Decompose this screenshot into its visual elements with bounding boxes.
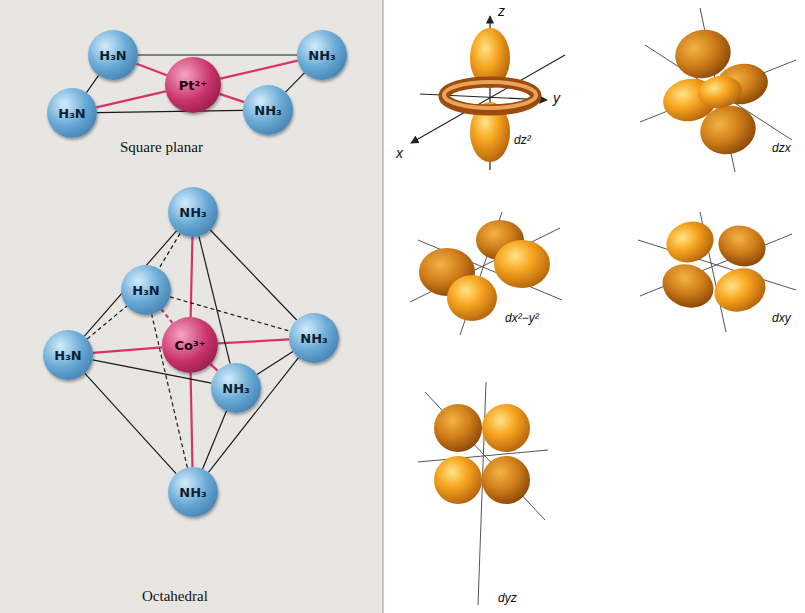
axis-label: y: [553, 91, 560, 106]
bond-line: [93, 347, 162, 353]
bond-line: [191, 373, 193, 467]
atom-label: Pt²⁺: [179, 79, 207, 92]
atom-label: NH₃: [254, 104, 281, 117]
bond-line: [136, 64, 166, 75]
polyhedron-edge: [257, 351, 293, 374]
dx2y2-orbital: [410, 212, 562, 335]
axis-label: z: [498, 4, 505, 19]
bond-line: [220, 61, 297, 79]
bond-line: [96, 91, 165, 107]
bond-line: [210, 364, 217, 371]
ligand-atom: NH₃: [168, 467, 218, 517]
atom-label: Co³⁺: [174, 339, 205, 352]
atom-label: H₃N: [58, 107, 85, 120]
metal-ion: Co³⁺: [162, 317, 218, 373]
dzx-orbital: [640, 8, 796, 172]
ligand-atom: NH₃: [243, 85, 293, 135]
atom-label: H₃N: [132, 284, 159, 297]
polyhedron-edge: [210, 230, 296, 320]
geometry-caption: Square planar: [120, 139, 203, 156]
ligand-atom: NH₃: [289, 313, 339, 363]
polyhedron-edge: [86, 75, 98, 92]
atom-label: NH₃: [179, 486, 206, 499]
polyhedron-edge: [97, 110, 243, 112]
bond-line: [162, 310, 173, 324]
geometry-caption: Octahedral: [142, 588, 208, 605]
metal-ion: Pt²⁺: [165, 57, 221, 113]
polyhedron-edge: [87, 306, 127, 339]
bond-line: [218, 339, 289, 343]
atom-label: NH₃: [308, 49, 335, 62]
polyhedron-edge: [208, 358, 298, 473]
orbital-label: dz²: [514, 134, 531, 147]
atom-label: NH₃: [222, 382, 249, 395]
bond-line: [220, 94, 245, 102]
atom-label: NH₃: [179, 206, 206, 219]
polyhedron-edge: [286, 73, 305, 92]
polyhedron-edge: [138, 54, 297, 55]
dz2-orbital: [411, 16, 565, 170]
ligand-atom: H₃N: [88, 30, 138, 80]
polyhedron-edge: [85, 373, 176, 473]
polyhedron-edge: [84, 231, 176, 336]
ligand-atom: H₃N: [121, 265, 171, 315]
left-panel: [0, 0, 383, 613]
orbital-label: dx²−y²: [505, 312, 539, 325]
orbital-label: dyz: [498, 592, 517, 605]
dyz-orbital: [418, 382, 548, 605]
polyhedron-edge: [203, 411, 227, 469]
atom-label: H₃N: [54, 349, 81, 362]
bond-line: [191, 237, 193, 317]
ligand-atom: NH₃: [168, 187, 218, 237]
atom-label: NH₃: [300, 332, 327, 345]
panel-divider: [383, 0, 384, 613]
ligand-atom: H₃N: [47, 88, 97, 138]
axis-label: x: [396, 146, 403, 161]
ligand-atom: NH₃: [211, 363, 261, 413]
ligand-atom: NH₃: [297, 30, 347, 80]
dxy-orbital: [638, 212, 796, 332]
orbital-label: dxy: [772, 312, 791, 325]
orbital-label: dzx: [772, 142, 791, 155]
atom-label: H₃N: [99, 49, 126, 62]
ligand-atom: H₃N: [43, 330, 93, 380]
